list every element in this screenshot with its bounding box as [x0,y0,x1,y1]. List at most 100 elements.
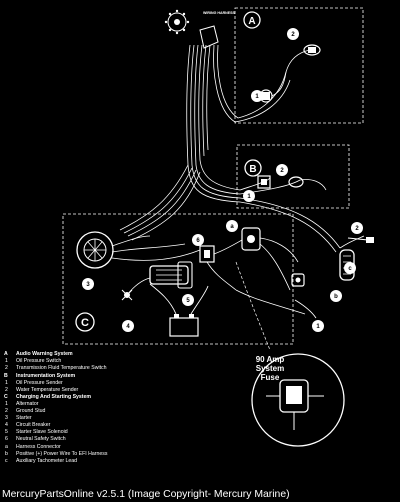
fuse-label-line2: System [256,364,284,373]
callout-c3: 5 [182,294,194,306]
svg-text:6: 6 [196,238,200,244]
legend: A Audio Warning System 1 Oil Pressure Swi… [4,350,304,465]
section-c-box [62,213,294,345]
legend-item-text: Starter [16,415,32,422]
svg-text:a: a [230,224,234,230]
legend-item-key: 1 [5,379,8,386]
alternator-icon [76,231,114,269]
wiring-harness-label: WIRING HARNESS [203,11,236,15]
legend-section-title: Instrumentation System [16,372,76,379]
fuse-label-line3: Fuse [261,373,280,382]
callout-b1: 1 [243,190,255,202]
section-b-box [236,144,350,209]
legend-item: a Harness Connector [4,444,304,451]
fuse-detail: 90 Amp System Fuse [251,353,345,447]
svg-text:1: 1 [247,194,251,200]
legend-item-key: 5 [5,428,8,435]
neutral-safety-switch-icon [291,273,305,287]
legend-section-notes: a Harness Connector b Positive (+) Power W… [4,444,304,465]
legend-item-text: Oil Pressure Switch [16,357,62,364]
callout-c4: 6 [192,234,204,246]
svg-text:b: b [334,294,338,300]
legend-item-text: Oil Pressure Sender [16,379,63,386]
right-harness [239,197,365,253]
legend-item-key: 2 [5,386,8,393]
callout-a1: 1 [251,90,263,102]
legend-section-key: B [4,372,8,379]
legend-item-text: Transmission Fluid Temperature Switch [16,364,107,371]
circuit-breaker-icon [199,245,215,263]
callout-c1: 3 [82,278,94,290]
svg-text:5: 5 [186,298,190,304]
legend-item-text: Positive (+) Power Wire To EFI Harness [16,450,108,457]
section-b-badge-text: B [249,164,256,175]
legend-section-key: A [4,351,8,357]
legend-item-key: 6 [5,435,8,442]
legend-item-text: Auxiliary Tachometer Lead [16,457,78,464]
section-a-badge-text: A [248,16,255,27]
callout-a-letter: c [344,262,356,274]
legend-item-key: 1 [5,401,8,408]
legend-section-title: Charging And Starting System [16,394,92,401]
callout-a2: 2 [287,28,299,40]
battery-wiring [149,283,209,315]
legend-item-text: Ground Stud [16,408,46,415]
callout-b2: 2 [276,164,288,176]
image-caption: MercuryPartsOnline v2.5.1 (Image Copyrig… [2,489,290,500]
legend-item-key: 4 [5,422,8,429]
oil-pressure-sender-icon [257,175,271,189]
harness-plug-icon [199,25,219,49]
section-c-wiring [206,237,306,315]
legend-item-key: 3 [5,415,8,422]
svg-text:2: 2 [291,32,295,38]
legend-section-a: A Audio Warning System 1 Oil Pressure Swi… [4,351,304,372]
legend-item: 1 Oil Pressure Switch [4,358,304,365]
legend-item-key: 1 [5,357,8,364]
legend-item: b Positive (+) Power Wire To EFI Harness [4,451,304,458]
callout-c2: 4 [122,320,134,332]
legend-item-text: Starter Slave Solenoid [16,428,68,435]
water-temp-sender-icon [288,176,304,188]
legend-item: 5 Starter Slave Solenoid [4,429,304,436]
fuse-magnifier [235,261,271,350]
alternator-wiring [111,235,201,261]
legend-item-key: b [5,450,8,457]
battery-icon [169,314,199,337]
callout-c6: b [330,290,342,302]
legend-section-header: A Audio Warning System [4,351,304,358]
callout-b-letter: 1 [312,320,324,332]
section-c-badge-text: C [81,317,89,329]
section-a-badge: A [243,11,261,29]
callout-c5: a [226,220,238,232]
fuse-icon [266,379,324,430]
legend-section-header: C Charging And Starting System [4,394,304,401]
section-a-wiring [234,49,311,123]
legend-item: 1 Oil Pressure Sender [4,380,304,387]
svg-text:1: 1 [316,324,320,330]
transmission-temp-switch-icon [303,44,321,56]
legend-section-title: Audio Warning System [16,351,73,357]
tach-lead-wire [347,237,369,241]
starter-icon [149,261,193,289]
ground-stud-wire [126,277,151,296]
legend-section-key: C [4,394,8,401]
section-a-box [234,7,364,124]
legend-item-key: a [5,443,8,450]
main-harness-bundle [119,44,241,241]
tach-lead-plug [366,237,374,243]
legend-item-text: Circuit Breaker [16,422,51,429]
harness-connector-icon [164,9,190,35]
positive-power-wire [294,299,317,319]
section-c-badge: C [75,312,95,332]
slave-solenoid-icon [241,227,261,251]
svg-text:4: 4 [126,324,130,330]
legend-section-b: B Instrumentation System 1 Oil Pressure S… [4,373,304,394]
legend-item-text: Harness Connector [16,443,61,450]
